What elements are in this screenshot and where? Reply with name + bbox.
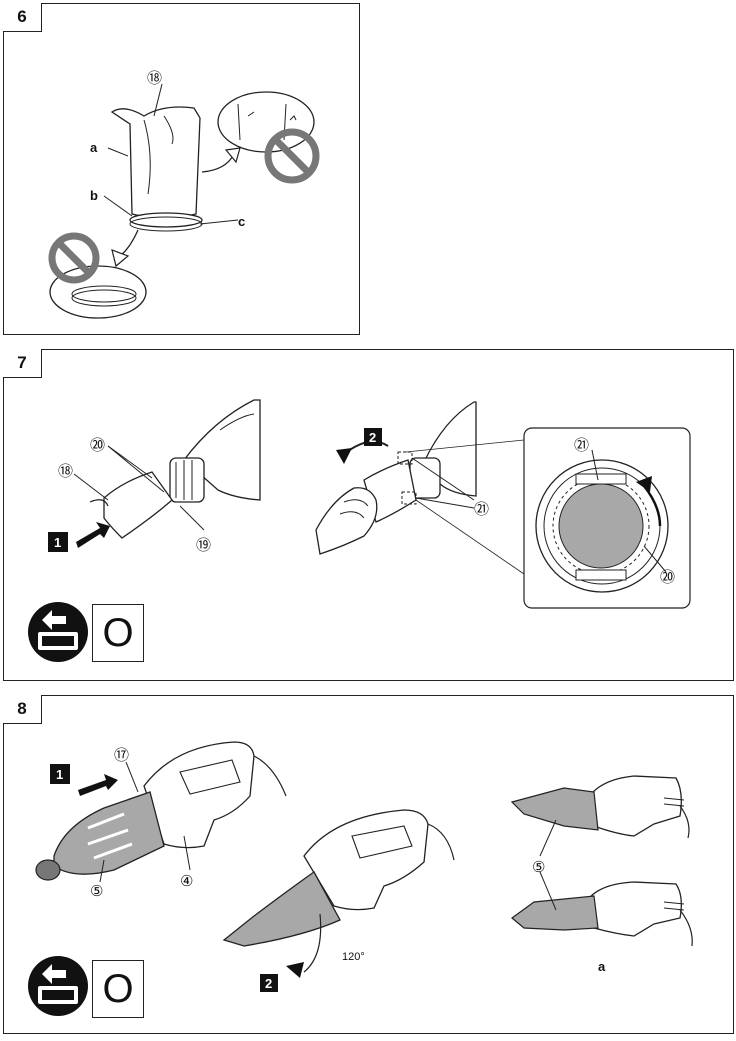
- label-19: ⑲: [196, 537, 211, 554]
- label-20: ⑳: [90, 437, 105, 454]
- label-21: ㉑: [474, 501, 489, 518]
- battery-removal-icon: [28, 956, 88, 1016]
- step-1-marker: [48, 532, 68, 552]
- label-5b: ⑤: [532, 859, 545, 876]
- step-2-number: 2: [265, 976, 272, 991]
- step-2-marker: [364, 428, 382, 446]
- arrow-to-bubble: [201, 153, 235, 173]
- tool-symbol-box: O: [92, 960, 144, 1018]
- vacuum-body: [583, 881, 682, 937]
- battery-removal-icon: [28, 602, 88, 662]
- insert-arrow: [76, 522, 110, 548]
- filter-ring: [129, 212, 203, 228]
- curved-arrow-icon: [303, 913, 322, 973]
- label-5: ⑤: [90, 883, 103, 900]
- label-a: a: [598, 959, 606, 974]
- section-number: 7: [3, 349, 42, 378]
- section-8-panel: 8 1 ⑰ ④ ⑤ 2 120°: [3, 695, 734, 1034]
- step-2-number: 2: [369, 430, 376, 445]
- label-a: a: [90, 140, 98, 155]
- vacuum-body: [583, 775, 682, 837]
- section-8-illustration: 1 ⑰ ④ ⑤ 2 120° ⑤ a: [28, 741, 693, 1016]
- step-1-number: 1: [56, 767, 63, 782]
- step-1-number: 1: [54, 535, 61, 550]
- label-21b: ㉑: [574, 437, 589, 454]
- section-7-illustration: 1 ⑳ ⑱ ⑲ 2 ㉑: [28, 399, 691, 662]
- label-20b: ⑳: [660, 569, 675, 586]
- detail-bubble-folded-bag: [217, 91, 315, 153]
- insert-arrow: [78, 774, 118, 796]
- section-6-illustration: ⑱ a b c: [48, 70, 320, 319]
- section-6-panel: 6 ⑱ a b c: [3, 3, 360, 335]
- step-2-marker: [260, 974, 278, 992]
- label-b: b: [90, 188, 98, 203]
- paper-bag: [110, 106, 201, 219]
- nozzle: [510, 787, 599, 831]
- section-7-panel: 7 1 ⑳ ⑱ ⑲ 2: [3, 349, 734, 681]
- tool-symbol-box: O: [92, 604, 144, 662]
- label-4: ④: [180, 873, 193, 890]
- angle-label: 120°: [342, 951, 365, 963]
- section-number: 6: [3, 3, 42, 32]
- label-c: c: [238, 214, 245, 229]
- label-18: ⑱: [58, 463, 73, 480]
- section-number: 8: [3, 695, 42, 724]
- prohibited-icon: [48, 232, 100, 284]
- arrow-to-bubble-lower: [119, 229, 139, 257]
- hand: [315, 487, 378, 555]
- step-1-marker: [50, 764, 70, 784]
- nozzle: [511, 895, 599, 931]
- nozzle: [53, 791, 165, 875]
- label-17: ⑰: [114, 747, 129, 764]
- label-18: ⑱: [147, 70, 162, 87]
- paper-bag: [103, 471, 173, 539]
- prohibited-icon: [264, 128, 320, 184]
- nozzle: [222, 871, 341, 947]
- filter-disc: [558, 483, 644, 569]
